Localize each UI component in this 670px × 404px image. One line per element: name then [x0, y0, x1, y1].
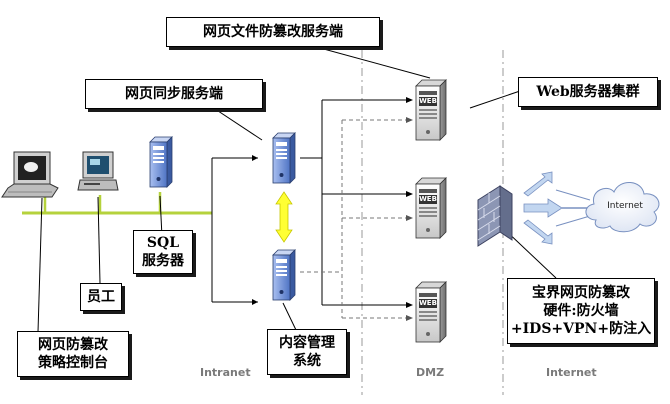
tamper-server-callout: 网页文件防篡改服务端 — [166, 17, 380, 47]
sync-arrow-icon — [275, 191, 293, 243]
web-cluster-callout: Web服务器集群 — [518, 77, 658, 107]
web-server-2-icon — [415, 177, 447, 239]
sync-server-icon — [272, 132, 296, 184]
cms-callout: 内容管理 系统 — [267, 329, 347, 375]
firewall-icon — [477, 185, 513, 247]
hardware-callout: 宝界网页防篡改 硬件:防火墙 +IDS+VPN+防注入 — [507, 278, 655, 344]
web-badge-1: WEB — [419, 97, 437, 105]
hardware-label: 宝界网页防篡改 硬件:防火墙 +IDS+VPN+防注入 — [510, 285, 652, 337]
desktop-pc-icon — [77, 151, 119, 191]
web-cluster-label: Web服务器集群 — [536, 84, 640, 100]
tamper-server-label: 网页文件防篡改服务端 — [203, 24, 343, 40]
web-badge-3: WEB — [419, 299, 437, 307]
sync-server-callout: 网页同步服务端 — [85, 79, 263, 109]
sql-server-icon — [149, 136, 173, 188]
zone-internet: Internet — [546, 366, 597, 379]
traffic-arrows-icon — [523, 171, 591, 245]
zone-intranet: Intranet — [200, 366, 251, 379]
employee-label: 员工 — [87, 289, 115, 305]
sync-server-label: 网页同步服务端 — [125, 86, 223, 102]
internet-cloud-icon — [585, 182, 660, 233]
zone-dmz: DMZ — [416, 366, 445, 379]
cms-server-icon — [272, 249, 296, 301]
web-badge-2: WEB — [419, 195, 437, 203]
policy-console-label: 网页防篡改 策略控制台 — [38, 337, 108, 371]
laptop-icon — [1, 151, 59, 198]
employee-callout: 员工 — [80, 283, 122, 311]
cloud-label: Internet — [607, 201, 643, 211]
web-server-3-icon — [415, 281, 447, 343]
policy-console-callout: 网页防篡改 策略控制台 — [17, 331, 129, 377]
web-server-1-icon — [415, 79, 447, 141]
sql-server-label: SQL 服务器 — [142, 235, 184, 269]
sql-server-callout: SQL 服务器 — [133, 230, 193, 274]
cms-label: 内容管理 系统 — [279, 335, 335, 369]
